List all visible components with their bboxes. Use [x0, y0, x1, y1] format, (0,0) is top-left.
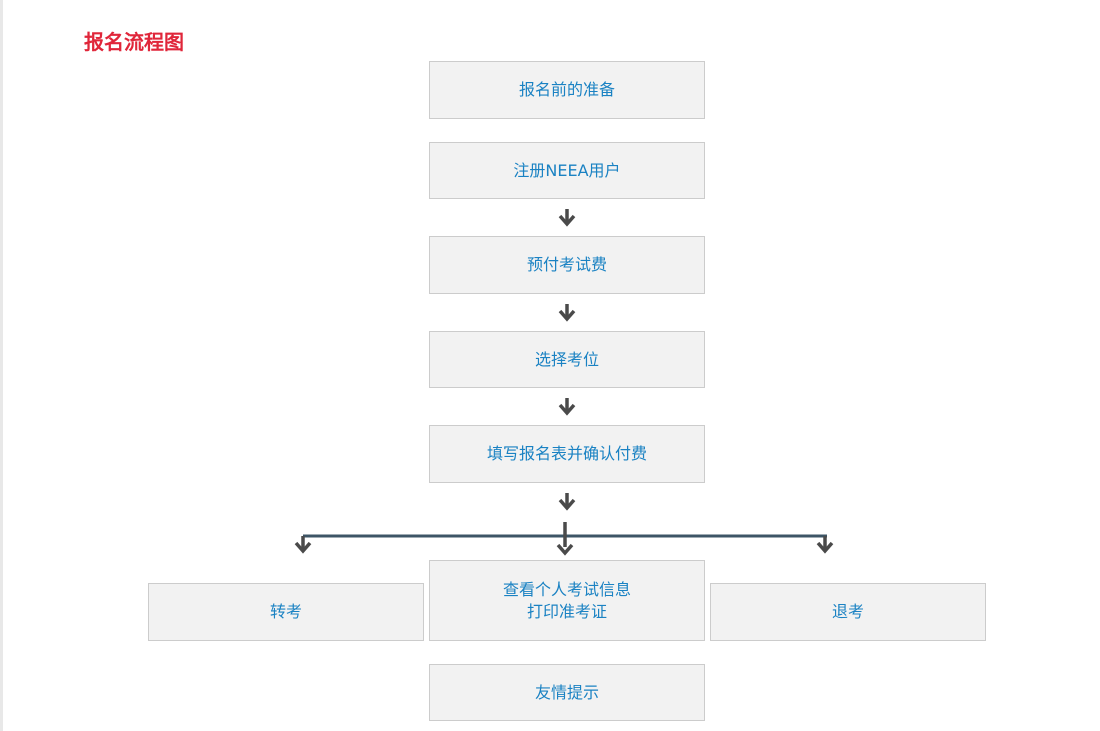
step-label: 选择考位	[534, 349, 599, 369]
arrow-down-icon	[556, 543, 574, 556]
page-title: 报名流程图	[84, 30, 184, 54]
arrow-down-icon	[816, 536, 834, 554]
step-seat[interactable]: 选择考位	[429, 331, 705, 388]
arrow-down-icon	[558, 491, 576, 510]
step-label: 友情提示	[534, 682, 599, 702]
step-label: 预付考试费	[526, 255, 607, 274]
step-label: 转考	[269, 602, 302, 621]
step-view-info[interactable]: 查看个人考试信息 打印准考证	[429, 560, 705, 641]
step-label: 打印准考证	[526, 601, 607, 621]
step-register[interactable]: 注册NEEA用户	[429, 142, 705, 199]
step-transfer[interactable]: 转考	[148, 583, 424, 641]
step-form[interactable]: 填写报名表并确认付费	[429, 425, 705, 483]
step-label: 报名前的准备	[518, 80, 615, 99]
step-prepay[interactable]: 预付考试费	[429, 236, 705, 294]
step-tips[interactable]: 友情提示	[429, 664, 705, 721]
arrow-down-icon	[558, 302, 576, 321]
arrow-down-icon	[558, 207, 576, 226]
left-border	[0, 0, 3, 731]
arrow-down-icon	[558, 396, 576, 415]
step-label: 注册NEEA用户	[513, 160, 621, 180]
step-label: 退考	[831, 602, 864, 621]
arrow-down-icon	[294, 536, 312, 554]
step-prepare[interactable]: 报名前的准备	[429, 61, 705, 119]
step-label: 查看个人考试信息	[502, 579, 631, 599]
step-refund[interactable]: 退考	[710, 583, 986, 641]
step-label: 填写报名表并确认付费	[486, 444, 647, 463]
